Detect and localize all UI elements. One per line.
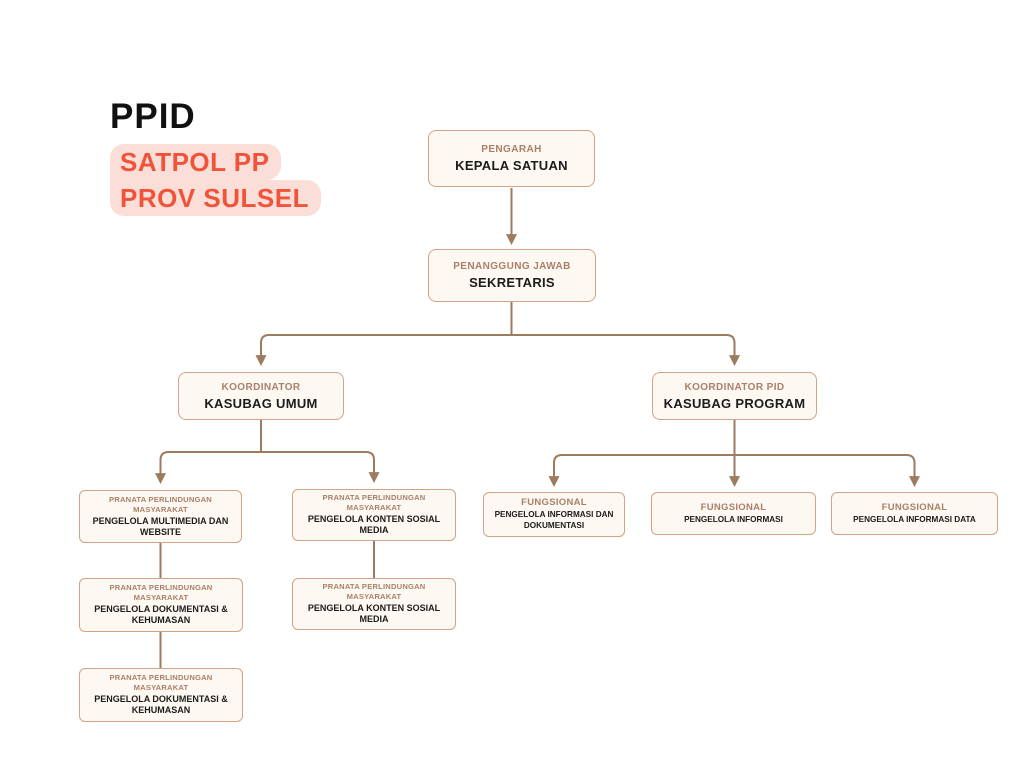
org-node-pengelola-multimedia-website: PRANATA PERLINDUNGAN MASYARAKAT PENGELOL… <box>79 490 242 543</box>
org-node-kasubag-program: KOORDINATOR PID KASUBAG PROGRAM <box>652 372 817 420</box>
node-role-label: PENANGGUNG JAWAB <box>453 261 571 272</box>
org-node-pengelola-informasi-dokumentasi: FUNGSIONAL PENGELOLA INFORMASI DAN DOKUM… <box>483 492 625 537</box>
node-role-label: PRANATA PERLINDUNGAN MASYARAKAT <box>322 582 426 602</box>
node-name-label: KASUBAG UMUM <box>204 395 318 411</box>
node-role-label: FUNGSIONAL <box>521 497 587 509</box>
node-name-label: PENGELOLA DOKUMENTASI & KEHUMASAN <box>94 694 228 716</box>
subtitle-line-1: SATPOL PP <box>110 143 282 180</box>
node-name-label: KASUBAG PROGRAM <box>663 395 806 411</box>
node-name-label: KEPALA SATUAN <box>455 158 568 173</box>
brand-block: PPID SATPOL PP PROV SULSEL <box>110 97 321 217</box>
node-name-label: SEKRETARIS <box>469 275 555 290</box>
node-role-label: FUNGSIONAL <box>881 501 948 513</box>
node-name-label: PENGELOLA INFORMASI DATA <box>853 514 976 524</box>
node-role-label: PRANATA PERLINDUNGAN MASYARAKAT <box>109 673 213 693</box>
connector-sekretaris-kasubag-umum <box>255 334 512 367</box>
org-node-kasubag-umum: KOORDINATOR KASUBAG UMUM <box>178 372 344 420</box>
node-name-label: PENGELOLA INFORMASI <box>684 514 783 524</box>
connector-kasubag-program-fungsional-3 <box>734 454 920 488</box>
connector-kasubag-umum-multimedia <box>155 451 261 485</box>
page-title: PPID <box>110 97 196 136</box>
node-name-label: PENGELOLA KONTEN SOSIAL MEDIA <box>307 514 441 536</box>
org-node-sekretaris: PENANGGUNG JAWAB SEKRETARIS <box>428 249 596 302</box>
connector-kasubag-program-fungsional-1 <box>548 454 735 488</box>
node-role-label: PENGARAH <box>481 144 542 155</box>
org-node-pengelola-konten-sosial-media-2: PRANATA PERLINDUNGAN MASYARAKAT PENGELOL… <box>292 578 456 630</box>
node-name-label: PENGELOLA INFORMASI DAN DOKUMENTASI <box>494 510 614 530</box>
node-role-label: PRANATA PERLINDUNGAN MASYARAKAT <box>109 494 212 514</box>
node-role-label: FUNGSIONAL <box>700 501 767 513</box>
org-node-pengarah: PENGARAH KEPALA SATUAN <box>428 130 595 187</box>
node-role-label: KOORDINATOR <box>221 381 301 393</box>
node-role-label: KOORDINATOR PID <box>684 381 785 393</box>
org-node-pengelola-dokumentasi-kehumasan-1: PRANATA PERLINDUNGAN MASYARAKAT PENGELOL… <box>79 578 243 632</box>
node-role-label: PRANATA PERLINDUNGAN MASYARAKAT <box>322 493 426 513</box>
org-node-pengelola-dokumentasi-kehumasan-2: PRANATA PERLINDUNGAN MASYARAKAT PENGELOL… <box>79 668 243 722</box>
node-name-label: PENGELOLA MULTIMEDIA DAN WEBSITE <box>92 515 229 537</box>
connector-kasubag-umum-konten-1 <box>261 451 380 484</box>
org-node-pengelola-informasi: FUNGSIONAL PENGELOLA INFORMASI <box>651 492 816 535</box>
node-name-label: PENGELOLA DOKUMENTASI & KEHUMASAN <box>94 604 228 626</box>
node-role-label: PRANATA PERLINDUNGAN MASYARAKAT <box>109 583 213 603</box>
org-node-pengelola-konten-sosial-media-1: PRANATA PERLINDUNGAN MASYARAKAT PENGELOL… <box>292 489 456 541</box>
connector-sekretaris-kasubag-program <box>511 334 740 367</box>
page-subtitle: SATPOL PP PROV SULSEL <box>110 143 321 217</box>
org-node-pengelola-informasi-data: FUNGSIONAL PENGELOLA INFORMASI DATA <box>831 492 998 535</box>
node-name-label: PENGELOLA KONTEN SOSIAL MEDIA <box>307 603 441 625</box>
subtitle-line-2: PROV SULSEL <box>110 179 321 217</box>
